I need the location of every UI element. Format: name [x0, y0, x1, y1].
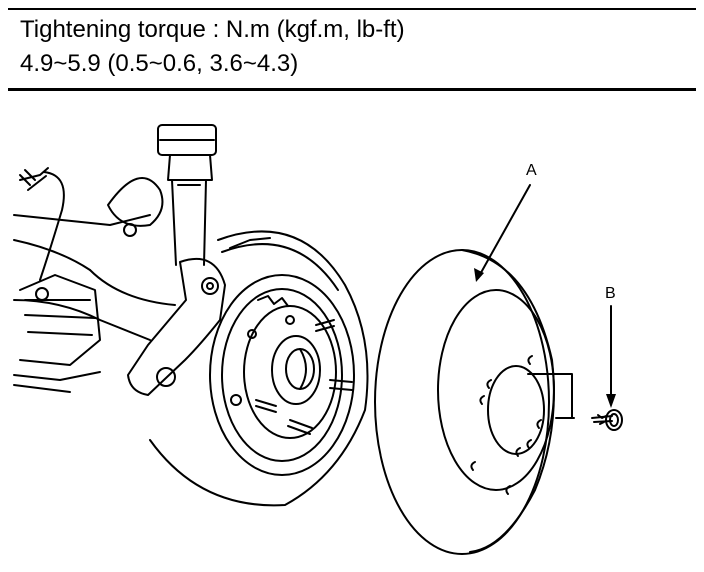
abs-sensor-wire — [19, 167, 65, 281]
torque-spec-box: Tightening torque : N.m (kgf.m, lb-ft) 4… — [0, 0, 704, 92]
callout-a-leader — [477, 184, 531, 279]
callout-b-arrowhead — [606, 394, 616, 408]
strut-assembly — [107, 124, 217, 266]
brake-caliper — [13, 274, 101, 393]
wheel-hub — [209, 274, 355, 476]
axle-beam — [13, 214, 176, 341]
disc-screw — [527, 373, 623, 431]
spec-bottom-rule — [8, 88, 696, 91]
brake-disc — [374, 249, 555, 555]
callout-a-label: A — [526, 162, 537, 179]
torque-spec-title: Tightening torque : N.m (kgf.m, lb-ft) — [20, 16, 405, 43]
dust-shield — [149, 230, 369, 507]
brake-disc-illustration: A B — [13, 124, 623, 555]
callout-a-arrowhead — [474, 268, 484, 282]
spec-top-rule — [8, 8, 696, 10]
callout-b-label: B — [605, 285, 616, 302]
steering-knuckle — [127, 257, 226, 396]
torque-spec-values: 4.9~5.9 (0.5~0.6, 3.6~4.3) — [20, 50, 299, 77]
